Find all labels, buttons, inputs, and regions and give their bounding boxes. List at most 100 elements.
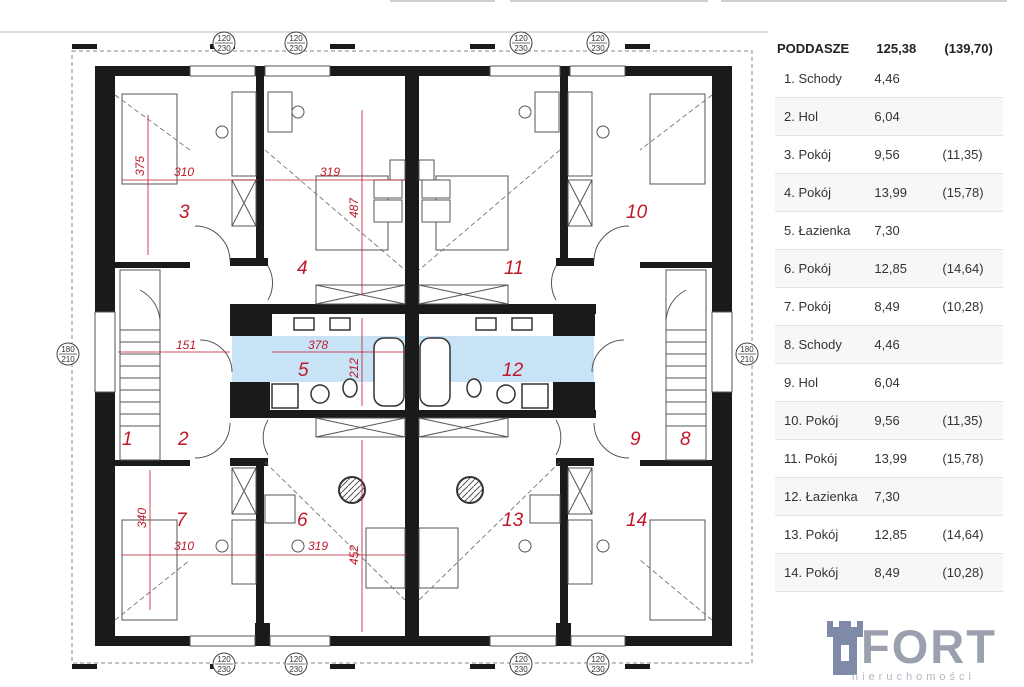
dim-212: 212	[347, 358, 361, 379]
room-label-1: 1	[122, 429, 133, 450]
room-area-alt	[942, 477, 1003, 516]
doors	[194, 225, 630, 459]
area-total-alt: (139,70)	[944, 40, 993, 56]
room-name: 14. Pokój	[775, 553, 875, 592]
room-area-alt: (11,35)	[942, 135, 1003, 174]
area-table-header: PODDASZE 125,38 (139,70)	[775, 36, 1003, 60]
dim-340: 340	[135, 508, 149, 528]
room-area: 6,04	[874, 363, 943, 402]
room-name: 5. Łazienka	[775, 211, 875, 250]
room-name: 8. Schody	[775, 325, 875, 364]
room-label-11: 11	[504, 258, 524, 279]
room-area-alt: (10,28)	[942, 553, 1003, 592]
room-name: 12. Łazienka	[775, 477, 875, 516]
dimension-labels: 375 310 319 487 151 378 212 340 310 319 …	[133, 156, 361, 565]
dim-319-top: 319	[320, 165, 340, 179]
room-label-12: 12	[502, 360, 524, 381]
window-width: 180	[61, 345, 75, 354]
room-name: 7. Pokój	[775, 287, 875, 326]
room-area: 8,49	[874, 287, 943, 326]
window-height: 230	[591, 665, 605, 674]
room-label-7: 7	[176, 510, 188, 531]
dim-378: 378	[308, 338, 328, 352]
window-height: 230	[217, 665, 231, 674]
window-width: 120	[591, 34, 605, 43]
window-height: 230	[289, 44, 303, 53]
room-area-alt	[942, 363, 1003, 402]
window-width: 120	[514, 34, 528, 43]
room-name: 1. Schody	[775, 60, 875, 98]
window-width: 120	[514, 655, 528, 664]
floor-plan: 3 4 11 10 5 12 1 2 9 8 7 6 13 14 375 310…	[0, 31, 768, 676]
room-name: 9. Hol	[775, 363, 875, 402]
dim-310-top: 310	[174, 165, 194, 179]
room-area-alt	[942, 211, 1003, 250]
window-width: 120	[217, 34, 231, 43]
tower-icon	[827, 621, 863, 675]
window-width: 180	[740, 345, 754, 354]
room-area-alt: (14,64)	[942, 249, 1003, 288]
room-area: 4,46	[874, 325, 943, 364]
room-label-10: 10	[626, 202, 648, 223]
room-area: 12,85	[874, 249, 943, 288]
dim-310-bottom: 310	[174, 539, 194, 553]
window-height: 230	[514, 665, 528, 674]
room-label-3: 3	[179, 202, 190, 223]
room-label-13: 13	[502, 510, 524, 531]
window-height: 230	[217, 44, 231, 53]
window-height: 230	[289, 665, 303, 674]
dim-452: 452	[347, 545, 361, 565]
slope-lines	[114, 94, 713, 621]
room-labels: 3 4 11 10 5 12 1 2 9 8 7 6 13 14	[122, 202, 691, 531]
fort-logo: FORT nieruchomości	[825, 615, 1020, 687]
bath-fixtures	[271, 317, 549, 409]
room-label-5: 5	[298, 360, 309, 381]
menu-tab-line	[510, 0, 708, 2]
room-name: 2. Hol	[775, 97, 875, 136]
window-width: 120	[217, 655, 231, 664]
area-title: PODDASZE	[777, 40, 850, 56]
room-area: 8,49	[874, 553, 943, 592]
room-area-alt: (10,28)	[942, 287, 1003, 326]
room-area-alt	[942, 60, 1003, 98]
dim-151: 151	[176, 338, 196, 352]
menu-tab-line	[721, 0, 1007, 2]
room-area-alt: (11,35)	[942, 401, 1003, 440]
room-area: 13,99	[874, 173, 943, 212]
room-label-14: 14	[626, 510, 647, 531]
room-name: 6. Pokój	[775, 249, 875, 288]
wall-windows	[94, 65, 733, 647]
window-width: 120	[289, 34, 303, 43]
dim-375: 375	[133, 156, 147, 176]
logo-tagline: nieruchomości	[852, 671, 975, 683]
dimension-lines	[118, 110, 405, 632]
room-name: 13. Pokój	[775, 515, 875, 554]
room-area: 12,85	[874, 515, 943, 554]
room-area: 4,46	[874, 60, 943, 98]
room-area: 9,56	[874, 401, 943, 440]
window-width: 120	[289, 655, 303, 664]
room-area: 13,99	[874, 439, 943, 478]
walls	[95, 66, 732, 646]
room-area: 9,56	[874, 135, 943, 174]
vents	[338, 476, 484, 504]
room-area-alt	[942, 325, 1003, 364]
